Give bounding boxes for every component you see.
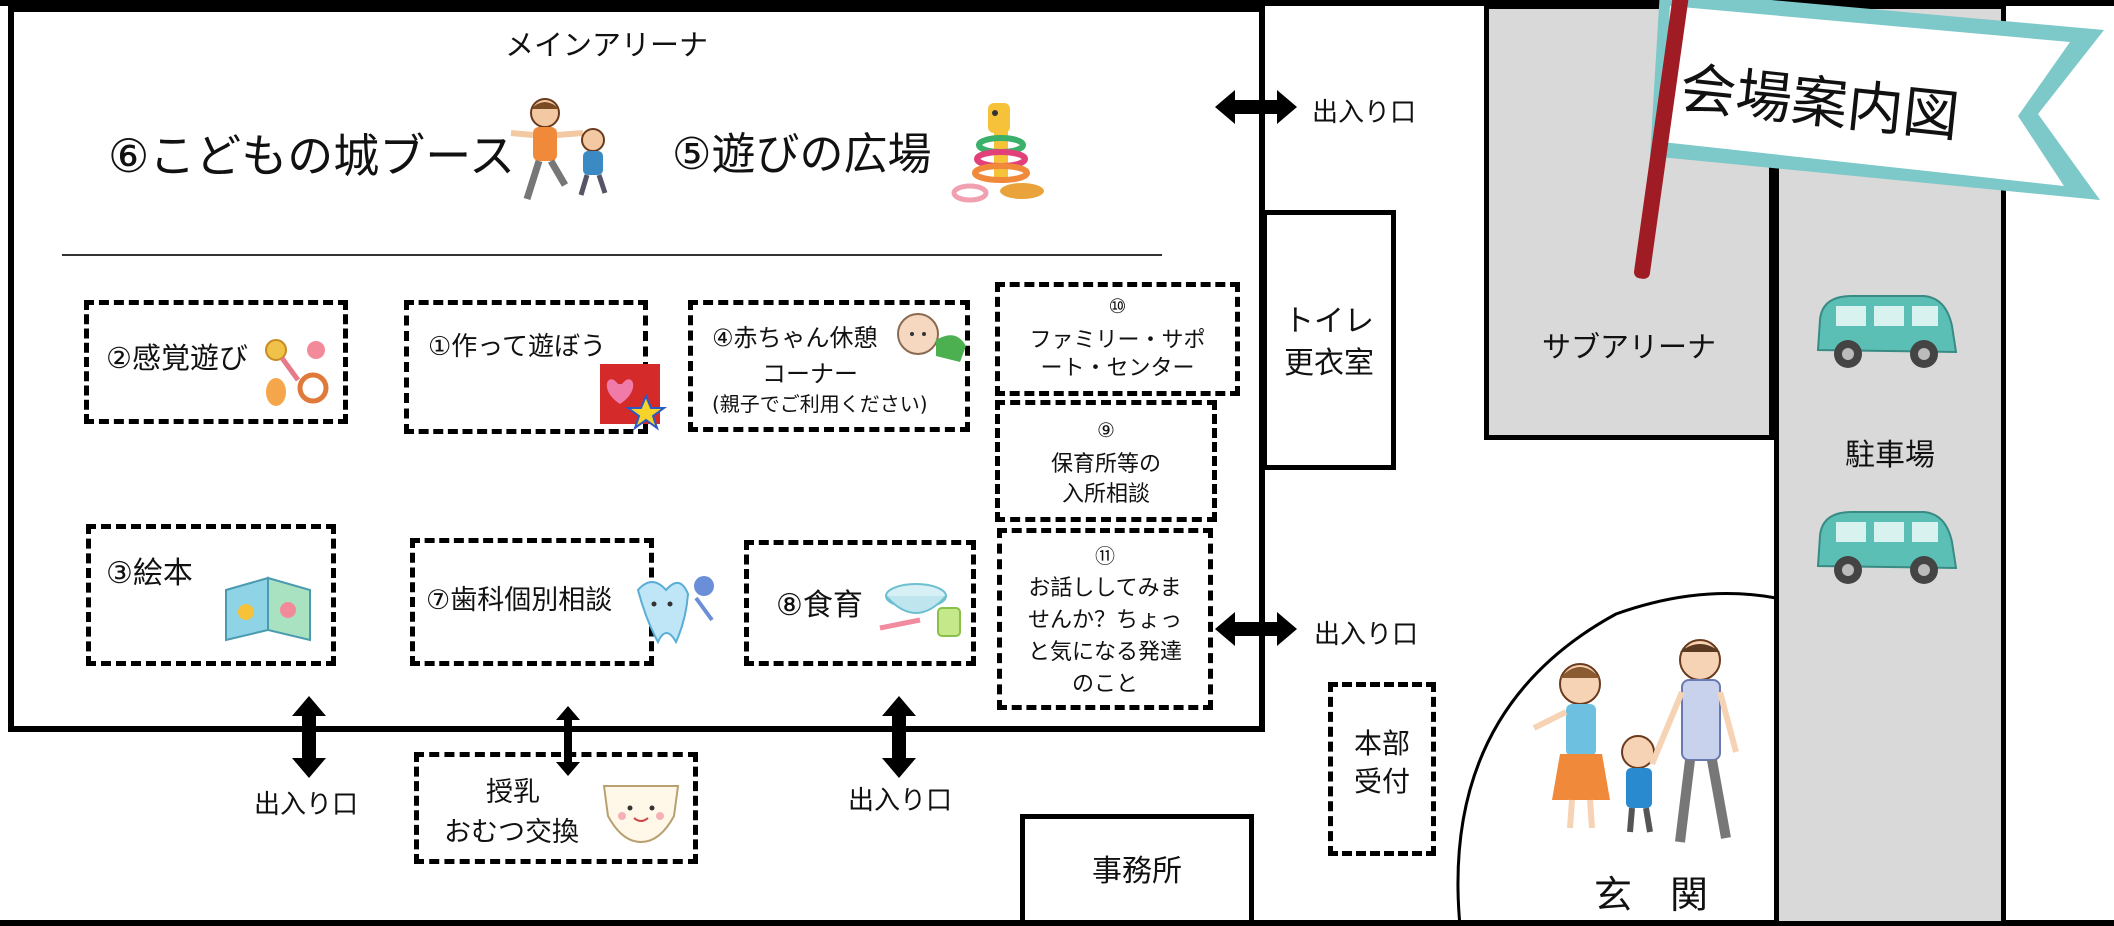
reception-label-line1: 本部 <box>1353 727 1410 760</box>
booth-6-label: ⑥こどもの城ブース <box>108 129 515 183</box>
booth-7-label: ⑦歯科個別相談 <box>426 585 613 616</box>
booth-11-development-consultation <box>997 528 1213 710</box>
parent-child-exercise-icon <box>510 98 608 201</box>
booth-3-picture-books <box>86 524 336 666</box>
booth-11-label-line4: のこと <box>1071 672 1138 697</box>
entrance-arc <box>1456 592 1777 926</box>
reception-desk <box>1328 682 1436 856</box>
exit-arrow-mid-right <box>1215 612 1297 646</box>
car-icon <box>1816 295 1958 368</box>
baby-food-bowl-icon <box>879 583 961 637</box>
booth-1-label: ①作って遊ぼう <box>428 332 607 362</box>
office-label: 事務所 <box>1092 854 1182 889</box>
family-walking-icon <box>1532 639 1739 843</box>
exit-arrow-nursing <box>556 706 580 776</box>
toilet-label-line1: トイレ <box>1284 304 1374 339</box>
car-icon <box>1816 511 1958 584</box>
entrance-label: 玄 関 <box>1594 873 1709 917</box>
craft-heart-star-icon <box>600 364 668 431</box>
booth-10-family-support <box>995 282 1240 396</box>
booth-9-number: ⑨ <box>1097 418 1115 442</box>
nursing-label-line1: 授乳 <box>486 777 540 808</box>
nursing-diaper-room <box>414 752 698 864</box>
booth-9-label-line1: 保育所等の <box>1050 452 1161 477</box>
parking-label: 駐車場 <box>1845 438 1935 473</box>
exit-arrow-bottom-left <box>292 696 326 778</box>
toilet-label-line2: 更衣室 <box>1284 346 1374 381</box>
booth-5-label: ⑤遊びの広場 <box>672 129 932 180</box>
booth-8-label: ⑧食育 <box>776 588 863 623</box>
booth-9-nursery-consultation <box>995 400 1217 522</box>
reception-label-line2: 受付 <box>1353 765 1410 798</box>
exit-bottom-left-label: 出入り口 <box>254 790 359 820</box>
booth-9-label-line2: 入所相談 <box>1061 482 1150 507</box>
sub-arena-label: サブアリーナ <box>1541 330 1716 364</box>
booth-11-number: ⑪ <box>1095 544 1115 568</box>
booth-11-label-line2: せんか？ちょっ <box>1027 608 1182 633</box>
booth-11-label-line1: お話ししてみま <box>1028 576 1182 601</box>
diaper-icon <box>602 785 680 844</box>
booth-2-sensory-play <box>84 300 348 424</box>
giraffe-ring-toy-icon <box>951 103 1044 203</box>
booth-4-baby-rest-corner <box>688 300 970 432</box>
venue-map-flag <box>1633 0 2104 279</box>
nursing-label-line2: おむつ交換 <box>444 817 579 848</box>
exit-arrow-bottom-mid <box>882 696 916 778</box>
booth-10-label-line1: ファミリー・サポ <box>1029 328 1206 353</box>
booth-4-label-line2: コーナー <box>762 360 858 388</box>
arena-divider <box>62 254 1162 256</box>
booth-10-number: ⑩ <box>1108 294 1127 318</box>
toilet-changing-room <box>1262 210 1396 470</box>
exit-top-right-label: 出入り口 <box>1312 98 1417 128</box>
booth-2-label: ②感覚遊び <box>106 341 248 375</box>
tooth-character-icon <box>636 576 714 645</box>
exit-mid-right-label: 出入り口 <box>1314 620 1419 650</box>
baby-crawling-icon <box>897 313 966 362</box>
booth-8-food-education <box>744 540 976 666</box>
booth-3-label: ③絵本 <box>106 556 193 591</box>
exit-arrow-top-right <box>1215 90 1297 124</box>
main-arena-label: メインアリーナ <box>505 28 709 62</box>
picture-book-icon <box>225 576 311 642</box>
booth-4-note: (親子でご利用ください) <box>712 392 928 416</box>
booth-11-label-line3: と気になる発達 <box>1027 640 1182 665</box>
office <box>1020 814 1254 926</box>
booth-10-label-line2: ート・センター <box>1040 356 1195 381</box>
rattle-toys-icon <box>265 339 329 406</box>
exit-bottom-mid-label: 出入り口 <box>848 786 953 816</box>
booth-4-label-line1: ④赤ちゃん休憩 <box>712 324 878 352</box>
